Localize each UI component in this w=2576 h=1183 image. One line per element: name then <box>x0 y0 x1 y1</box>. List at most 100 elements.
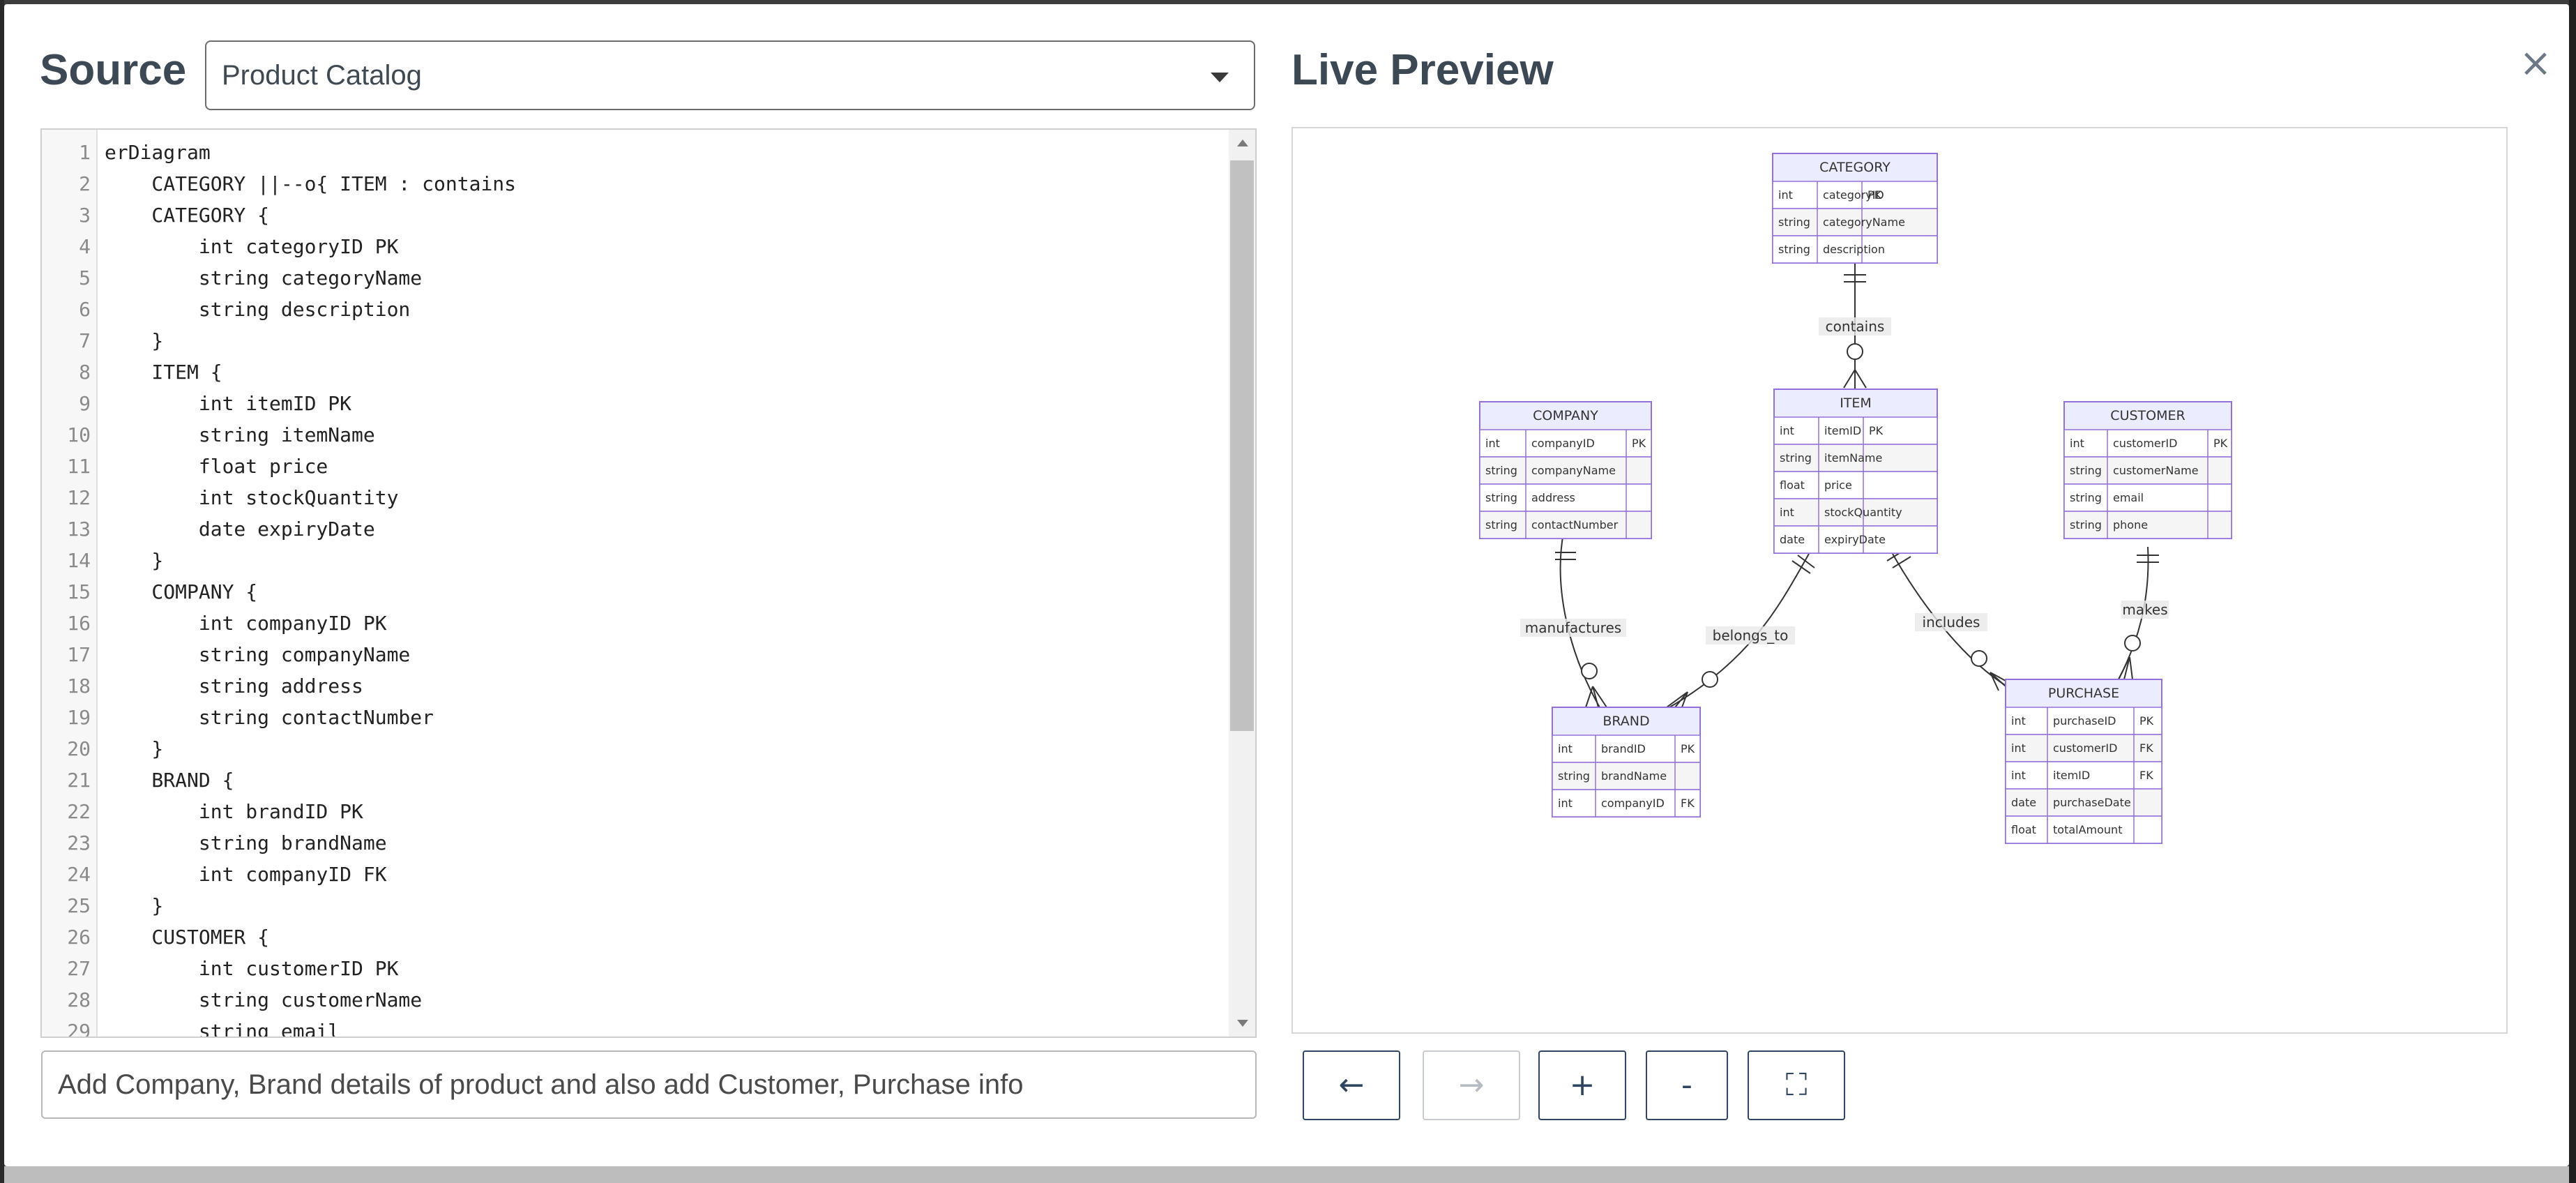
entity-row <box>1773 525 1938 554</box>
attribute-name: brandID <box>1601 742 1646 755</box>
line-number: 20 <box>67 737 91 760</box>
redo-button[interactable]: → <box>1423 1050 1520 1120</box>
code-line: string brandName <box>105 831 387 854</box>
cardinality-many-mark <box>1990 672 2006 681</box>
chevron-down-icon <box>1211 73 1229 82</box>
code-line: CATEGORY ||--o{ ITEM : contains <box>105 172 517 195</box>
backdrop-bottom <box>0 1166 2576 1183</box>
attribute-type: date <box>2011 796 2036 809</box>
source-title: Source <box>40 46 187 94</box>
attribute-name: expiryDate <box>1824 533 1886 546</box>
entity-name: CUSTOMER <box>2110 408 2185 423</box>
entity-row <box>1773 471 1938 499</box>
code-line: CATEGORY { <box>105 204 270 227</box>
scroll-up-icon[interactable] <box>1237 140 1248 146</box>
code-line: int stockQuantity <box>105 486 399 509</box>
attribute-name: email <box>2113 491 2144 504</box>
code-line: string contactNumber <box>105 706 434 729</box>
catalog-select[interactable]: Product Catalog <box>205 40 1255 110</box>
close-icon[interactable]: × <box>2519 40 2552 86</box>
line-number: 18 <box>67 675 91 698</box>
code-line: erDiagram <box>105 141 211 164</box>
attribute-name: customerID <box>2053 741 2117 755</box>
line-number: 23 <box>67 831 91 854</box>
line-number: 6 <box>79 298 91 321</box>
attribute-name: categoryName <box>1823 216 1905 229</box>
undo-button[interactable]: ← <box>1303 1050 1400 1120</box>
relationship-label: belongs_to <box>1713 627 1789 644</box>
code-line: float price <box>105 455 328 478</box>
line-number: 8 <box>79 361 91 384</box>
attribute-type: string <box>2070 491 2102 504</box>
line-number: 14 <box>67 549 91 572</box>
editor-scrollbar[interactable] <box>1229 130 1255 1037</box>
attribute-key: FK <box>2139 769 2153 782</box>
relationship-label-bg <box>1819 317 1891 336</box>
scroll-down-icon[interactable] <box>1237 1020 1248 1027</box>
cardinality-many-mark <box>1592 686 1599 708</box>
attribute-type: string <box>1485 464 1517 477</box>
attribute-type: float <box>1780 479 1805 492</box>
line-number-gutter <box>42 130 98 1037</box>
attribute-type: int <box>1778 188 1793 202</box>
attribute-key: PK <box>1867 188 1882 202</box>
cardinality-many-mark <box>1854 369 1867 389</box>
relationship-label-bg <box>1520 619 1626 637</box>
line-number: 3 <box>79 204 91 227</box>
code-line: COMPANY { <box>105 580 258 603</box>
cardinality-zero-mark <box>1702 671 1718 688</box>
entity-row <box>2005 734 2162 762</box>
entity-row <box>1773 498 1938 527</box>
zoom-out-button[interactable]: - <box>1646 1050 1728 1120</box>
scroll-thumb[interactable] <box>1230 160 1254 731</box>
backdrop-left-edge <box>0 0 4 1183</box>
prompt-input[interactable]: Add Company, Brand details of product an… <box>41 1050 1257 1119</box>
entity-row <box>2063 483 2232 512</box>
line-number: 27 <box>67 957 91 980</box>
line-number: 16 <box>67 612 91 635</box>
cardinality-one-mark <box>1892 556 1911 568</box>
line-number: 26 <box>67 926 91 949</box>
cardinality-many-mark <box>2123 656 2130 680</box>
entity-row <box>1772 235 1938 264</box>
line-number: 24 <box>67 863 91 886</box>
entity-row <box>2005 815 2162 844</box>
entity-name: COMPANY <box>1533 408 1598 423</box>
cardinality-many-mark <box>1666 691 1688 708</box>
entity-name: CATEGORY <box>1819 160 1891 175</box>
attribute-type: int <box>1558 742 1573 755</box>
entity-row <box>1479 429 1652 458</box>
attribute-name: companyName <box>1531 464 1616 477</box>
code-line: int companyID FK <box>105 863 387 886</box>
cardinality-many-mark <box>1592 686 1607 708</box>
line-number: 17 <box>67 643 91 666</box>
code-line: int brandID PK <box>105 800 363 823</box>
attribute-type: int <box>2070 437 2084 450</box>
code-line: int customerID PK <box>105 957 399 980</box>
relationship-label-bg <box>1706 626 1795 645</box>
relationship-label-bg <box>1915 613 1987 631</box>
relationship-label: contains <box>1826 318 1885 335</box>
relationship-label: manufactures <box>1525 619 1621 636</box>
code-line: CUSTOMER { <box>105 926 270 949</box>
line-number: 21 <box>67 769 91 792</box>
cardinality-many-mark <box>1681 691 1688 708</box>
fit-view-button[interactable]: ⛶ <box>1748 1050 1845 1120</box>
entity-row <box>2063 456 2232 485</box>
attribute-name: description <box>1823 243 1885 256</box>
zoom-in-button[interactable]: + <box>1538 1050 1626 1120</box>
entity-row <box>2005 761 2162 790</box>
line-number: 22 <box>67 800 91 823</box>
attribute-type: string <box>1778 216 1810 229</box>
attribute-type: string <box>1485 518 1517 532</box>
attribute-name: companyID <box>1601 797 1665 810</box>
cardinality-many-mark <box>1990 672 1999 691</box>
line-number: 2 <box>79 172 91 195</box>
attribute-name: price <box>1824 479 1852 492</box>
plus-icon: + <box>1569 1067 1596 1103</box>
code-line: } <box>105 549 164 572</box>
cardinality-zero-mark <box>1847 343 1863 360</box>
attribute-type: int <box>1780 506 1794 519</box>
